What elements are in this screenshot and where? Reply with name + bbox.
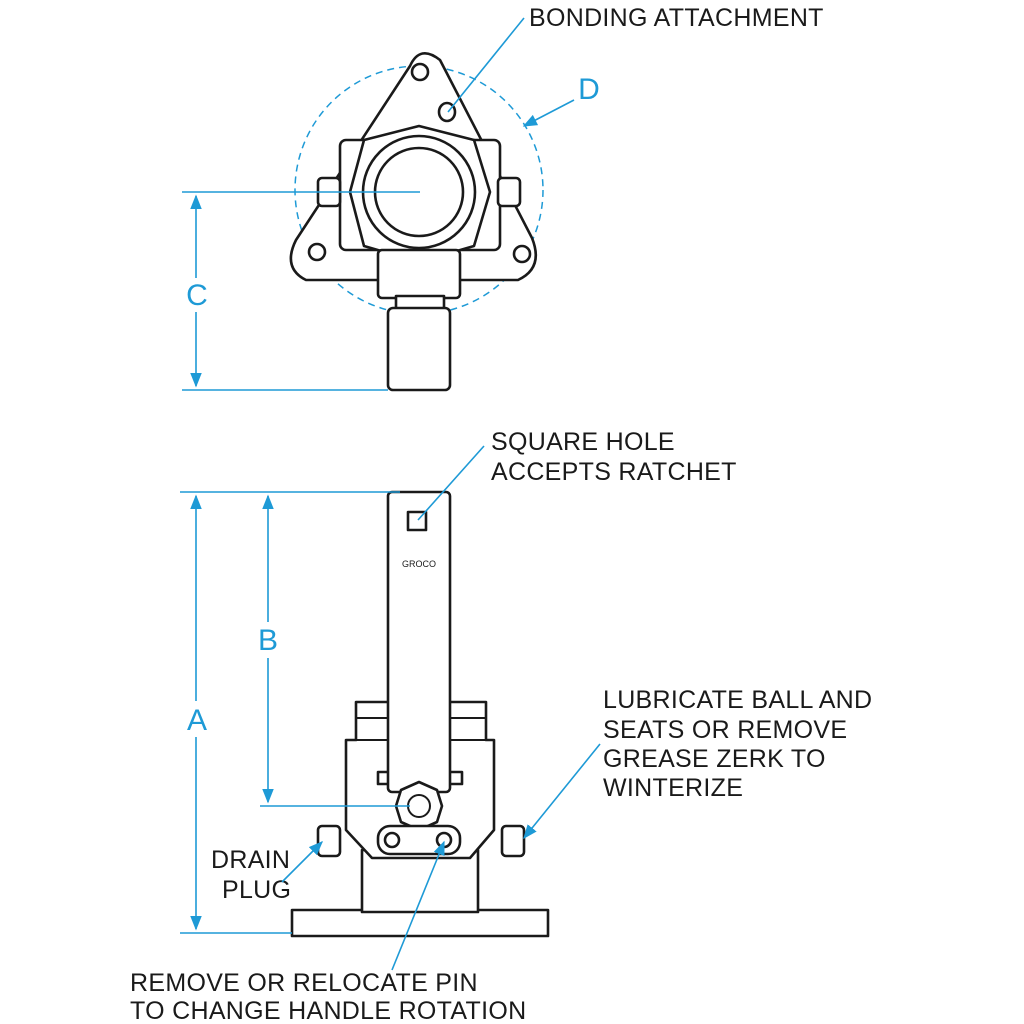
top-view: C D BONDING ATTACHMENT	[178, 4, 824, 392]
grease-zerk-nut	[500, 824, 526, 858]
dimension-a-label: A	[187, 704, 207, 737]
dimension-c-label: C	[186, 279, 208, 312]
handle-end-top	[386, 306, 452, 392]
flange-hole-top	[410, 62, 430, 82]
square-hole-label-line1: SQUARE HOLE	[491, 428, 675, 456]
side-stud-right	[496, 176, 522, 208]
stem-neck	[376, 248, 462, 300]
drain-plug-label-line2: PLUG	[222, 876, 291, 904]
remove-pin-leader	[391, 840, 445, 971]
drain-plug-nut	[316, 824, 342, 858]
side-view: GROCO A B SQUARE HOLE ACCEPTS RATCHET LU…	[130, 428, 872, 1024]
lubricate-label-line4: WINTERIZE	[603, 774, 743, 802]
lubricate-label-line1: LUBRICATE BALL AND	[603, 686, 872, 714]
dimension-d-leader	[522, 99, 575, 127]
drain-plug-label-line1: DRAIN	[211, 846, 290, 874]
pin-hole-left	[383, 831, 401, 849]
drain-plug-leader	[281, 840, 324, 883]
flange-hole-right	[512, 244, 532, 264]
remove-pin-label-line1: REMOVE OR RELOCATE PIN	[130, 969, 478, 997]
pin-hole-right	[435, 831, 453, 849]
bonding-attachment-label: BONDING ATTACHMENT	[529, 4, 824, 32]
dimension-d-label: D	[578, 73, 600, 106]
handle-bar	[386, 490, 452, 794]
remove-pin-label-line2: TO CHANGE HANDLE ROTATION	[130, 997, 526, 1024]
square-hole-label-line2: ACCEPTS RATCHET	[491, 458, 737, 486]
lubricate-label-line2: SEATS OR REMOVE	[603, 716, 847, 744]
brand-mark: GROCO	[402, 559, 436, 569]
bonding-attachment-leader	[447, 17, 525, 113]
lubricate-label-line3: GREASE ZERK TO	[603, 745, 826, 773]
lubricate-leader	[523, 743, 601, 840]
base-flange	[290, 908, 550, 938]
square-hole-leader	[417, 445, 485, 521]
flange-hole-left	[307, 242, 327, 262]
dimension-b-label: B	[258, 624, 278, 657]
